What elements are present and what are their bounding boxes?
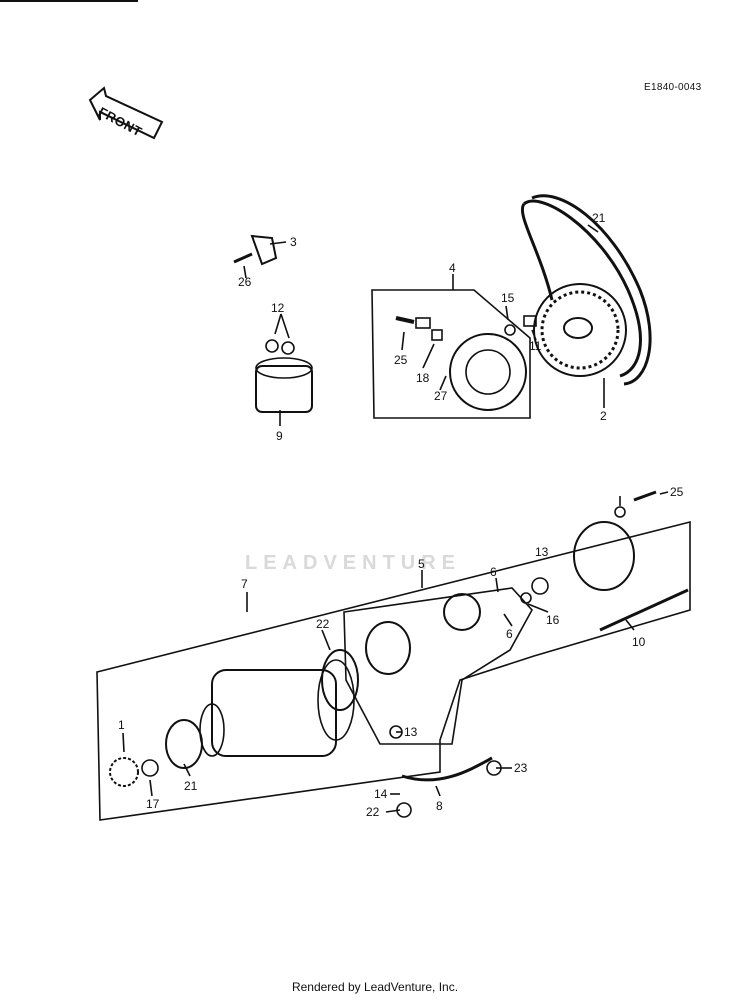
callout-26[interactable]: 26: [238, 275, 252, 289]
callout-19[interactable]: 21: [184, 779, 198, 793]
callout-25[interactable]: 25: [670, 485, 684, 499]
callout-15[interactable]: 15: [501, 291, 515, 305]
callout-14[interactable]: 13: [535, 545, 549, 559]
callout-13-top[interactable]: 13: [404, 725, 418, 739]
watermark: LEADVENTURE: [245, 552, 462, 574]
callout-21[interactable]: 21: [592, 211, 606, 225]
callout-4[interactable]: 4: [449, 261, 456, 275]
callout-24[interactable]: 27: [434, 389, 448, 403]
front-arrow-icon: [88, 86, 164, 140]
callout-8[interactable]: 8: [436, 799, 443, 813]
callout-17[interactable]: 17: [146, 797, 160, 811]
diagram-code: E1840-0043: [644, 82, 702, 93]
callout-22-left[interactable]: 22: [366, 805, 380, 819]
callout-16[interactable]: 16: [546, 613, 560, 627]
callout-6-bottom[interactable]: 6: [506, 627, 513, 641]
callout-1[interactable]: 1: [118, 718, 125, 732]
callout-18[interactable]: 18: [416, 371, 430, 385]
footer-credit: Rendered by LeadVenture, Inc.: [291, 980, 459, 994]
callout-22-right[interactable]: 23: [514, 761, 528, 775]
top-rule: [0, 0, 138, 2]
callout-3[interactable]: 3: [290, 235, 297, 249]
callout-10[interactable]: 10: [632, 635, 646, 649]
callout-7[interactable]: 7: [241, 577, 248, 591]
callout-13-bottom[interactable]: 14: [374, 787, 388, 801]
callout-5[interactable]: 5: [418, 557, 425, 571]
callout-6-top[interactable]: 6: [490, 565, 497, 579]
callout-20[interactable]: 22: [316, 617, 330, 631]
callout-11[interactable]: 11: [529, 339, 542, 353]
callout-9[interactable]: 9: [276, 429, 283, 443]
callout-12[interactable]: 12: [271, 301, 285, 315]
callout-23[interactable]: 25: [394, 353, 408, 367]
callout-2[interactable]: 2: [600, 409, 607, 423]
